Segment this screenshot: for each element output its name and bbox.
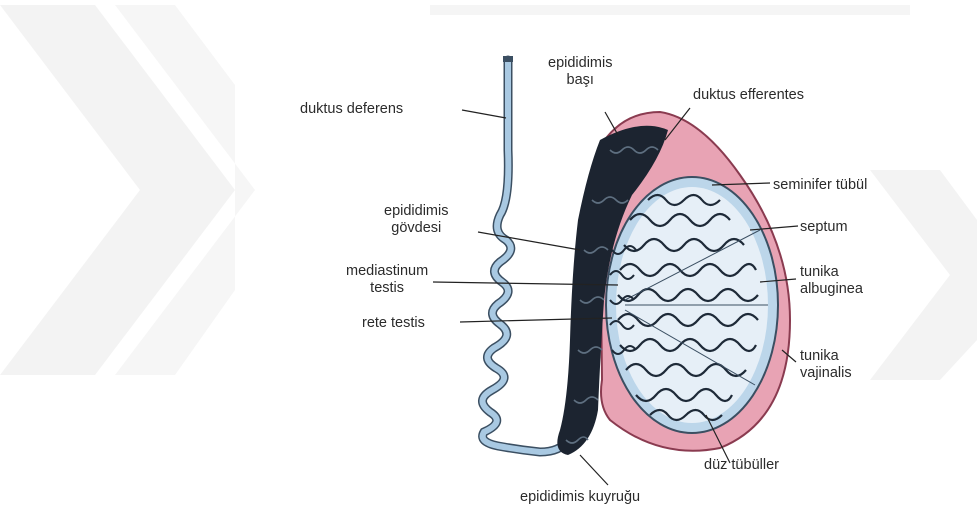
label-mediastinum-line2: testis bbox=[346, 280, 428, 297]
label-tunika-albuginea: tunika albuginea bbox=[800, 264, 863, 298]
label-epididimis-kuyrugu: epididimis kuyruğu bbox=[520, 489, 640, 506]
leader-duktus-deferens bbox=[462, 110, 506, 118]
watermark-bar bbox=[430, 5, 910, 15]
label-epididimis-basi: epididimis başı bbox=[548, 55, 612, 89]
label-rete-testis: rete testis bbox=[362, 315, 425, 332]
label-septum-text: septum bbox=[800, 219, 848, 236]
label-duz-tubuller-text: düz tübüller bbox=[704, 457, 779, 474]
label-epididimis-govdesi-line1: epididimis bbox=[384, 203, 448, 220]
ductus-deferens bbox=[482, 56, 568, 452]
label-duktus-deferens: duktus deferens bbox=[300, 101, 403, 118]
label-seminifer-tubul: seminifer tübül bbox=[773, 177, 867, 194]
label-tunika-albuginea-line1: tunika bbox=[800, 264, 863, 281]
label-duktus-deferens-text: duktus deferens bbox=[300, 101, 403, 118]
label-tunika-vajinalis-line2: vajinalis bbox=[800, 365, 852, 382]
label-duktus-efferentes: duktus efferentes bbox=[693, 87, 804, 104]
label-mediastinum-line1: mediastinum bbox=[346, 263, 428, 280]
label-tunika-vajinalis: tunika vajinalis bbox=[800, 348, 852, 382]
label-epididimis-basi-line1: epididimis bbox=[548, 55, 612, 72]
label-epididimis-govdesi: epididimis gövdesi bbox=[384, 203, 448, 237]
label-tunika-vajinalis-line1: tunika bbox=[800, 348, 852, 365]
leader-epididimis-kuyrugu bbox=[580, 455, 608, 485]
label-mediastinum-testis: mediastinum testis bbox=[346, 263, 428, 297]
label-tunika-albuginea-line2: albuginea bbox=[800, 281, 863, 298]
label-duz-tubuller: düz tübüller bbox=[704, 457, 779, 474]
label-rete-testis-text: rete testis bbox=[362, 315, 425, 332]
label-duktus-efferentes-text: duktus efferentes bbox=[693, 87, 804, 104]
label-seminifer-tubul-text: seminifer tübül bbox=[773, 177, 867, 194]
label-epididimis-govdesi-line2: gövdesi bbox=[384, 220, 448, 237]
leader-epididimis-govdesi bbox=[478, 232, 580, 250]
label-epididimis-basi-line2: başı bbox=[548, 72, 612, 89]
watermark-chevron-right bbox=[870, 170, 977, 380]
label-epididimis-kuyrugu-text: epididimis kuyruğu bbox=[520, 489, 640, 506]
label-septum: septum bbox=[800, 219, 848, 236]
